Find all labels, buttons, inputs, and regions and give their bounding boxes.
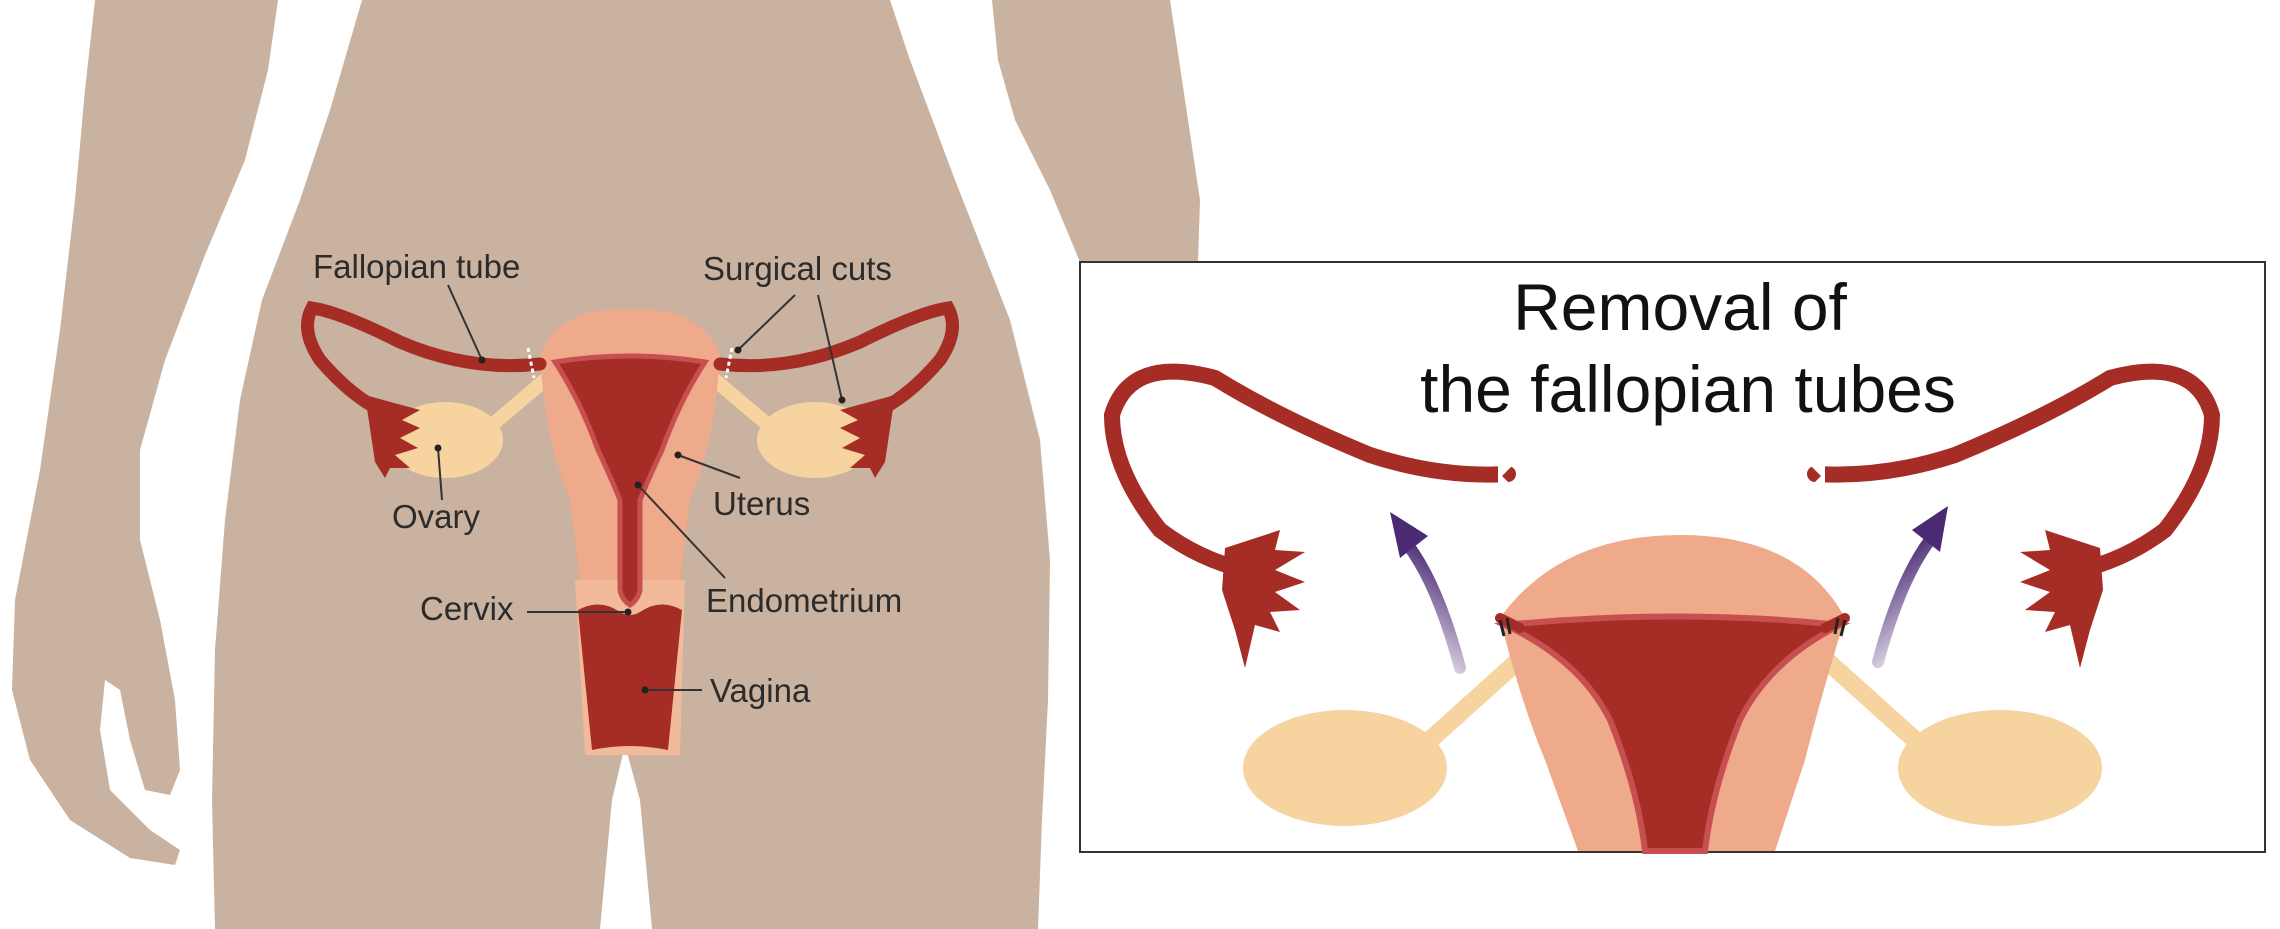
inset-right-ovary [1898, 710, 2102, 826]
dot-cut-left [734, 346, 742, 354]
label-fallopian-tube: Fallopian tube [313, 248, 520, 285]
left-arrow-head-icon [1390, 512, 1428, 558]
inset-title-line1: Removal of [1513, 270, 1847, 344]
inset-right-ovary-ligament [1806, 641, 1924, 749]
anatomy-main: Fallopian tube Surgical cuts Ovary Uteru… [301, 248, 959, 755]
label-surgical-cuts: Surgical cuts [703, 250, 892, 287]
dot-cut-right [838, 396, 846, 404]
inset-endometrium [1493, 613, 1851, 854]
inset-title-line2: the fallopian tubes [1420, 352, 1956, 426]
right-ovary-ligament [708, 373, 775, 432]
left-fimbriae [365, 395, 420, 478]
inset-removed-left-fimbriae [1222, 530, 1305, 668]
label-endometrium: Endometrium [706, 582, 902, 619]
leader-surgical-cuts-2 [817, 294, 843, 401]
inset-left-sutures [1498, 617, 1512, 637]
right-fimbriae [840, 395, 895, 478]
right-arm-shape [992, 0, 1200, 262]
leader-surgical-cuts-1 [737, 294, 796, 351]
dot-uterus [674, 451, 682, 459]
inset-right-tube-cut-end [1809, 458, 1825, 492]
leader-endometrium [637, 484, 726, 579]
right-removal-arrow [1872, 506, 1948, 668]
dot-endometrium [634, 481, 642, 489]
label-uterus: Uterus [713, 485, 810, 522]
left-ovary [387, 402, 503, 478]
dot-vagina [641, 686, 649, 694]
left-removal-arrow [1390, 512, 1466, 674]
label-ovary: Ovary [392, 498, 481, 535]
left-fallopian-tube [301, 300, 547, 417]
endometrium-cavity [550, 353, 710, 608]
dot-ovary [434, 444, 442, 452]
inset-removed-left-tube [1103, 363, 1516, 578]
inset-right-sutures [1833, 617, 1847, 637]
right-arrow-head-icon [1912, 506, 1948, 552]
left-ovary-ligament [485, 373, 552, 432]
right-ovary [757, 402, 873, 478]
left-arm-shape [12, 0, 278, 865]
label-cervix: Cervix [420, 590, 514, 627]
right-surgical-cut-marks [724, 347, 734, 379]
inset-left-ovary [1243, 710, 1447, 826]
vagina-canal [578, 604, 682, 750]
inset-panel: Removal of the fallopian tubes [1079, 261, 2266, 854]
left-surgical-cut-marks [526, 347, 536, 379]
right-fallopian-tube [713, 300, 959, 417]
leader-fallopian-tube [447, 284, 483, 361]
dot-fallopian-tube [478, 356, 486, 364]
inset-left-tube-cut-end [1498, 458, 1514, 492]
dot-cervix [624, 608, 632, 616]
inset-left-cut-stub [1495, 613, 1525, 633]
leader-ovary [437, 447, 443, 501]
inset-removed-right-tube [1807, 363, 2221, 578]
inset-right-cut-stub [1820, 613, 1850, 633]
label-vagina: Vagina [710, 672, 811, 709]
inset-removed-right-fimbriae [2020, 530, 2103, 668]
leader-uterus [677, 454, 741, 479]
